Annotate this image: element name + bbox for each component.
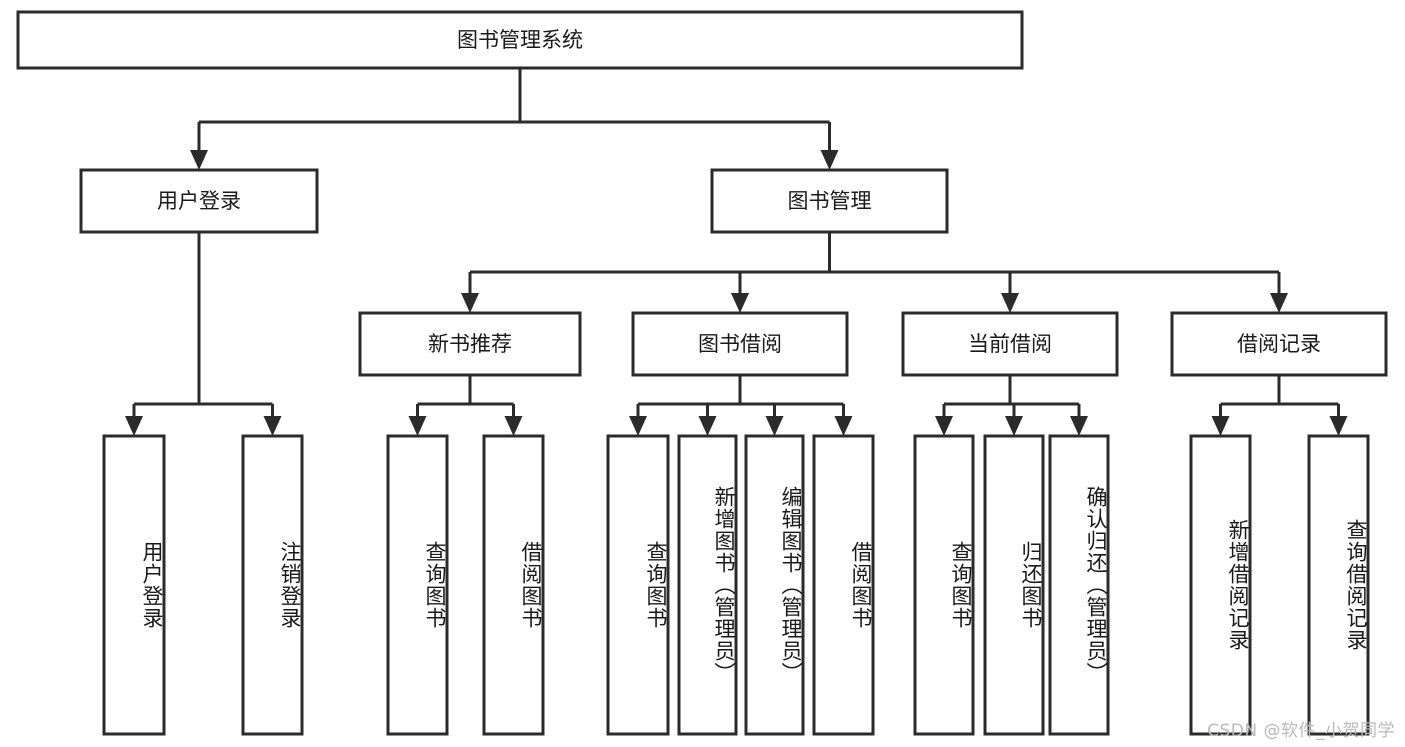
arrow-head-icon-leaf-6 <box>765 416 784 436</box>
arrow-head-icon-leaf-9 <box>1005 416 1023 436</box>
node-root-box <box>16 10 1024 70</box>
node-leaf-1-label: 注销登录 <box>278 541 302 629</box>
arrow-head-icon-leaf-1 <box>263 416 282 436</box>
arrow-head-icon-l2-0 <box>190 150 208 170</box>
arrow-head-icon-leaf-12 <box>1329 416 1348 436</box>
node-level2-1-box <box>710 168 949 234</box>
node-leaf-3-box <box>482 434 545 736</box>
node-level2-1[interactable]: 图书管理 <box>710 168 949 234</box>
node-leaf-10[interactable]: 确认归还（管理员） <box>1048 434 1110 736</box>
node-level2-1-label: 图书管理 <box>788 189 872 213</box>
arrow-head-icon-l3-0 <box>461 293 479 313</box>
node-leaf-2-label-container: 查询图书 <box>423 541 447 629</box>
arrow-head-icon-leaf-2 <box>408 416 427 436</box>
node-leaf-1-label-container: 注销登录 <box>278 541 302 629</box>
node-level3-2-box <box>901 311 1119 377</box>
node-level3-1[interactable]: 图书借阅 <box>631 311 849 377</box>
node-leaf-2-label: 查询图书 <box>423 541 447 629</box>
arrow-head-icon-leaf-8 <box>935 416 953 436</box>
node-leaf-4-box <box>606 434 670 736</box>
node-leaf-2[interactable]: 查询图书 <box>386 434 449 736</box>
node-leaf-0-label: 用户登录 <box>140 541 164 629</box>
arrow-head-icon-leaf-5 <box>698 416 717 436</box>
node-leaf-7-label-container: 借阅图书 <box>849 541 873 629</box>
node-leaf-7-box <box>812 434 875 736</box>
arrow-head-icon-l3-3 <box>1270 293 1288 313</box>
node-leaf-3-label-container: 借阅图书 <box>519 541 543 629</box>
node-leaf-2-box <box>386 434 449 736</box>
node-leaf-11-label: 新增借阅记录 <box>1226 519 1250 651</box>
node-root[interactable]: 图书管理系统 <box>16 10 1024 70</box>
node-leaf-10-label-container: 确认归还（管理员） <box>1084 486 1108 684</box>
node-level3-2[interactable]: 当前借阅 <box>901 311 1119 377</box>
arrow-head-icon-leaf-3 <box>504 416 523 436</box>
node-leaf-8-label-container: 查询图书 <box>949 541 973 629</box>
node-root-label: 图书管理系统 <box>457 28 583 52</box>
node-level3-3-box <box>1170 311 1388 377</box>
node-leaf-4-label-container: 查询图书 <box>644 541 668 629</box>
node-level2-0-label: 用户登录 <box>157 189 241 213</box>
node-leaf-12-label: 查询借阅记录 <box>1344 519 1368 651</box>
node-leaf-10-box <box>1048 434 1110 736</box>
node-leaf-8[interactable]: 查询图书 <box>913 434 975 736</box>
arrow-head-icon-leaf-7 <box>834 416 853 436</box>
node-leaf-12[interactable]: 查询借阅记录 <box>1307 434 1370 736</box>
node-leaf-5-box <box>677 434 738 736</box>
node-leaf-5-label: 新增图书（管理员） <box>712 486 736 684</box>
arrow-head-icon-l2-1 <box>820 150 839 170</box>
node-level3-2-label: 当前借阅 <box>968 332 1052 356</box>
node-level3-0[interactable]: 新书推荐 <box>358 311 582 377</box>
node-leaf-5[interactable]: 新增图书（管理员） <box>677 434 738 736</box>
node-leaf-4-label: 查询图书 <box>644 541 668 629</box>
arrow-head-icon-leaf-4 <box>629 416 647 436</box>
node-level3-0-box <box>358 311 582 377</box>
boxes-layer: 图书管理系统用户登录图书管理新书推荐图书借阅当前借阅借阅记录用户登录注销登录查询… <box>16 10 1388 736</box>
node-leaf-6-label: 编辑图书（管理员） <box>779 486 803 684</box>
node-leaf-5-label-container: 新增图书（管理员） <box>712 486 736 684</box>
node-leaf-6-box <box>744 434 805 736</box>
arrow-head-icon-leaf-11 <box>1211 416 1230 436</box>
node-leaf-6[interactable]: 编辑图书（管理员） <box>744 434 805 736</box>
node-leaf-11[interactable]: 新增借阅记录 <box>1189 434 1252 736</box>
node-leaf-10-label: 确认归还（管理员） <box>1084 486 1108 684</box>
node-level3-0-label: 新书推荐 <box>428 332 512 356</box>
node-leaf-12-box <box>1307 434 1370 736</box>
node-leaf-0-label-container: 用户登录 <box>140 541 164 629</box>
node-leaf-7-label: 借阅图书 <box>849 541 873 629</box>
node-leaf-8-label: 查询图书 <box>949 541 973 629</box>
node-level3-3-label: 借阅记录 <box>1237 332 1321 356</box>
arrow-head-icon-leaf-10 <box>1070 416 1088 436</box>
node-leaf-4[interactable]: 查询图书 <box>606 434 670 736</box>
node-leaf-9-box <box>983 434 1045 736</box>
arrow-head-icon-leaf-0 <box>125 416 143 436</box>
connectors-layer <box>125 68 1348 436</box>
node-level2-0[interactable]: 用户登录 <box>79 168 319 234</box>
arrow-head-icon-l3-2 <box>1001 293 1019 313</box>
arrow-head-icon-l3-1 <box>731 293 749 313</box>
node-level3-1-label: 图书借阅 <box>698 332 782 356</box>
node-leaf-7[interactable]: 借阅图书 <box>812 434 875 736</box>
node-level3-1-box <box>631 311 849 377</box>
node-leaf-0-box <box>102 434 166 736</box>
node-leaf-1[interactable]: 注销登录 <box>241 434 304 736</box>
node-leaf-1-box <box>241 434 304 736</box>
node-level2-0-box <box>79 168 319 234</box>
node-leaf-6-label-container: 编辑图书（管理员） <box>779 486 803 684</box>
node-leaf-9-label: 归还图书 <box>1019 541 1043 629</box>
node-leaf-11-box <box>1189 434 1252 736</box>
node-leaf-8-box <box>913 434 975 736</box>
node-leaf-3-label: 借阅图书 <box>519 541 543 629</box>
node-leaf-11-label-container: 新增借阅记录 <box>1226 519 1250 651</box>
node-leaf-9-label-container: 归还图书 <box>1019 541 1043 629</box>
node-leaf-0[interactable]: 用户登录 <box>102 434 166 736</box>
node-leaf-12-label-container: 查询借阅记录 <box>1344 519 1368 651</box>
csdn-watermark: CSDN @软件_小贺同学 <box>1207 721 1395 741</box>
node-leaf-9[interactable]: 归还图书 <box>983 434 1045 736</box>
node-leaf-3[interactable]: 借阅图书 <box>482 434 545 736</box>
node-level3-3[interactable]: 借阅记录 <box>1170 311 1388 377</box>
